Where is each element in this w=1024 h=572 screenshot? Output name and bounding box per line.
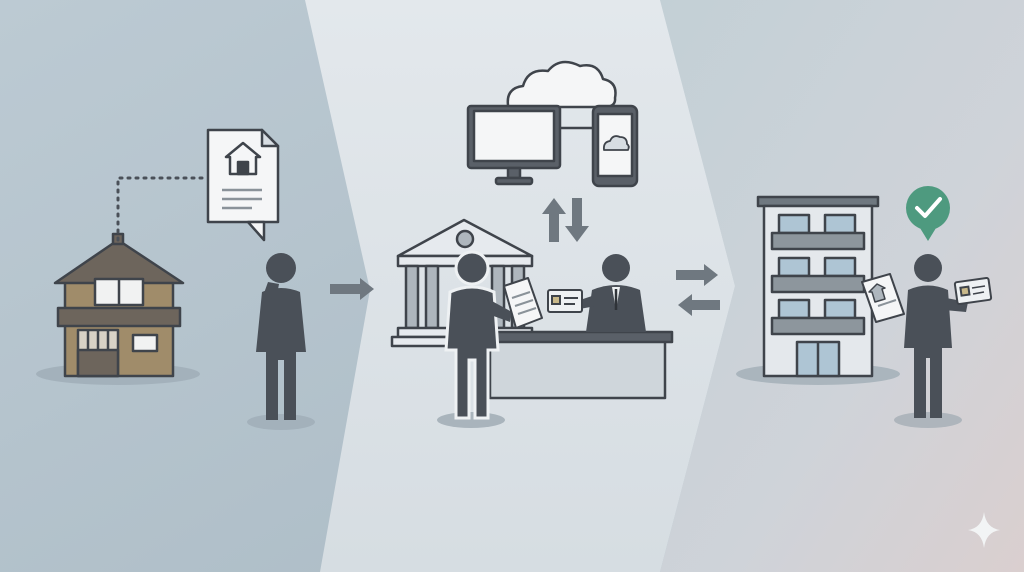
arrow-right-icon <box>330 278 374 300</box>
dotted-connector <box>116 176 207 242</box>
apartment-building-icon <box>736 195 900 385</box>
house-icon <box>36 232 200 385</box>
arrow-left-icon <box>678 294 720 316</box>
service-counter <box>482 330 674 400</box>
person-icon <box>247 253 315 430</box>
person-icon <box>437 250 512 428</box>
smartphone-icon <box>591 104 639 188</box>
arrow-up-icon <box>542 198 566 242</box>
checkmark-icon <box>906 186 950 241</box>
document-icon <box>206 128 280 242</box>
monitor-icon <box>466 104 562 186</box>
id-card-icon <box>547 289 583 313</box>
id-card-icon <box>953 276 993 306</box>
sparkle-icon <box>968 512 1000 548</box>
arrow-down-icon <box>565 198 589 242</box>
arrow-right-icon <box>676 264 718 286</box>
person-icon <box>574 254 646 332</box>
document-icon <box>861 273 905 323</box>
document-icon <box>503 277 543 329</box>
